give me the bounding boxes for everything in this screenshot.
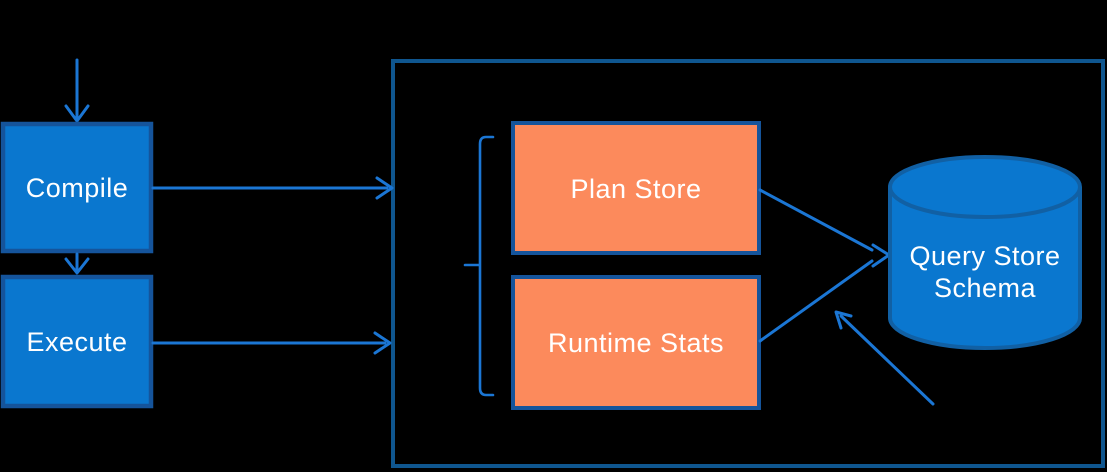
arrowhead-up-left-icon [834,310,853,330]
runtime-stats-label: Runtime Stats [548,328,724,358]
arrowhead-right-icon [871,243,891,268]
arrow-compile-to-container [151,176,394,200]
arrow-execute-to-container [151,331,392,355]
query-store-container-box [391,59,1105,468]
compile-node [0,121,154,254]
arrow-plan-store-line [758,188,874,252]
arrowhead-right-icon [373,331,392,355]
execute-label: Execute [26,327,127,357]
compile-label: Compile [26,173,129,203]
arrowhead-right-icon [375,176,394,200]
arrow-runtime-stats-line [758,259,874,343]
query-store-schema-label-line1: Query Store [909,241,1060,271]
plan-store-node [511,121,761,255]
group-brace [463,135,495,397]
query-store-schema-label-line2: Schema [934,273,1037,303]
cylinder-top [888,155,1082,219]
cylinder-body [888,187,1082,350]
arrow-compile-to-execute [64,252,90,275]
arrow-into-compile [64,58,90,123]
plan-store-label: Plan Store [570,174,701,204]
arrowhead-down-icon [64,104,90,123]
runtime-stats-node [511,275,761,410]
arrowhead-down-icon [64,257,90,275]
arrow-stores-to-schema [758,188,891,343]
query-store-schema-node: Query Store Schema [888,155,1082,350]
arrow-async-write [834,310,935,406]
execute-node [0,274,154,409]
